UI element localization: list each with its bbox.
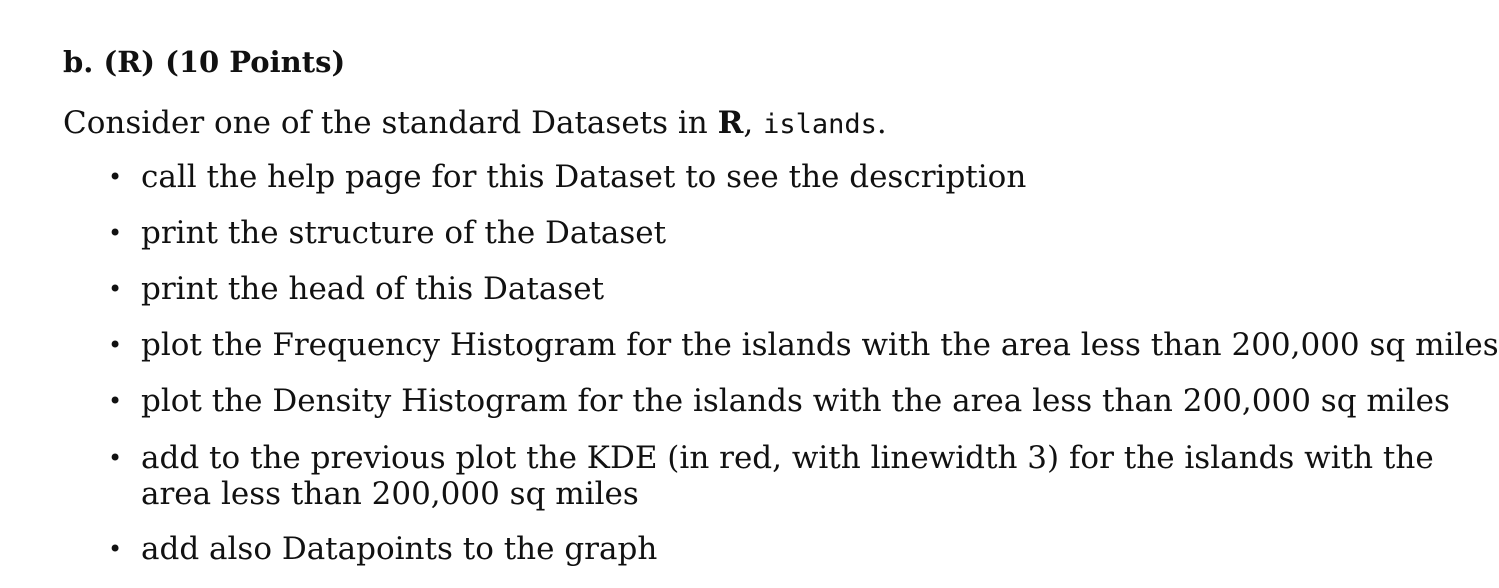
dataset-code-name: islands xyxy=(763,109,877,140)
r-bold-label: R xyxy=(717,105,744,141)
document-page: b. (R) (10 Points) Consider one of the s… xyxy=(63,45,1499,567)
list-item-text: print the head of this Dataset xyxy=(141,271,605,307)
intro-period: . xyxy=(876,105,887,141)
intro-text: Consider one of the standard Datasets in xyxy=(63,105,718,141)
bullet-icon: • xyxy=(108,387,123,415)
list-item-text: plot the Frequency Histogram for the isl… xyxy=(141,327,1499,363)
bullet-icon: • xyxy=(108,163,123,191)
list-item-text: add to the previous plot the KDE (in red… xyxy=(141,440,1434,512)
intro-comma: , xyxy=(743,105,764,141)
bullet-icon: • xyxy=(108,444,123,472)
list-item-text: print the structure of the Dataset xyxy=(141,215,667,251)
intro-paragraph: Consider one of the standard Datasets in… xyxy=(63,104,887,144)
bullet-icon: • xyxy=(108,535,123,563)
bullet-icon: • xyxy=(108,219,123,247)
section-heading: b. (R) (10 Points) xyxy=(63,45,346,79)
bullet-icon: • xyxy=(108,275,123,303)
list-item-text: plot the Density Histogram for the islan… xyxy=(141,383,1450,419)
list-item-text: call the help page for this Dataset to s… xyxy=(141,159,1027,195)
list-item-line: area less than 200,000 sq miles xyxy=(141,476,639,512)
list-item-line: add to the previous plot the KDE (in red… xyxy=(141,440,1434,476)
list-item-text: add also Datapoints to the graph xyxy=(141,531,658,567)
bullet-icon: • xyxy=(108,331,123,359)
task-list: • call the help page for this Dataset to… xyxy=(108,159,1499,567)
